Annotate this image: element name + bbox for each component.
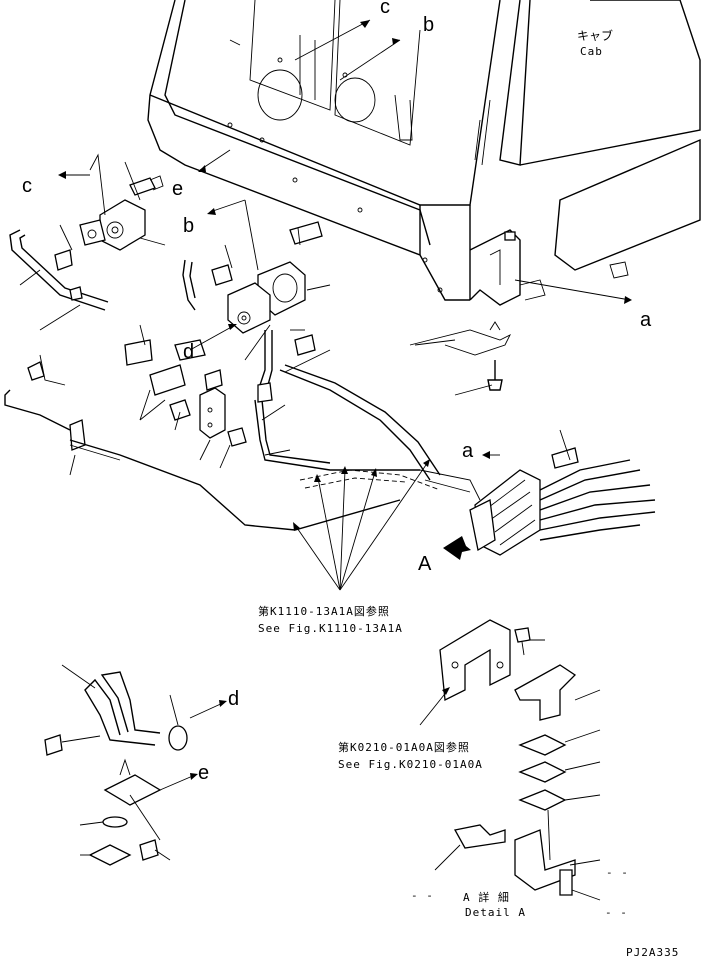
cab-label-en: Cab [580,45,603,58]
dash-mid: - - [606,866,629,879]
callout-e: e [172,178,184,200]
bracket-a [409,229,629,391]
ref1-jp: 第K1110-13A1A図参照 [258,605,390,618]
valve-c [9,175,164,311]
pipe-detail [44,671,188,866]
cab-frame [147,0,701,301]
callout-e-bottom: e [198,762,210,784]
ref2-jp: 第K0210-01A0A図参照 [338,741,470,754]
cab-label-jp: キャブ [577,29,614,43]
detail-jp: A 詳 細 [463,891,510,904]
callout-d: d [183,341,195,363]
callout-d-bottom: d [228,688,240,710]
ref1-en: See Fig.K1110-13A1A [258,622,403,635]
callout-b-center: b [183,215,195,237]
ref2-en: See Fig.K0210-01A0A [338,758,483,771]
connector-block [443,447,656,560]
hose-assembly [4,330,481,531]
callout-c-top: c [380,0,390,18]
detail-a-parts [439,619,577,896]
dash-right: - - [605,906,628,919]
leader-lines [19,19,632,901]
callout-a-connector: a [462,440,474,462]
callout-c-left: c [22,175,32,197]
valve-b [124,221,323,366]
detail-en: Detail A [465,906,526,919]
callout-big-a: A [418,553,432,575]
dash-left: - - [411,889,434,902]
callout-a-right: a [640,309,652,331]
drawing-code: PJ2A335 [626,946,680,959]
callout-b-top: b [423,14,435,36]
